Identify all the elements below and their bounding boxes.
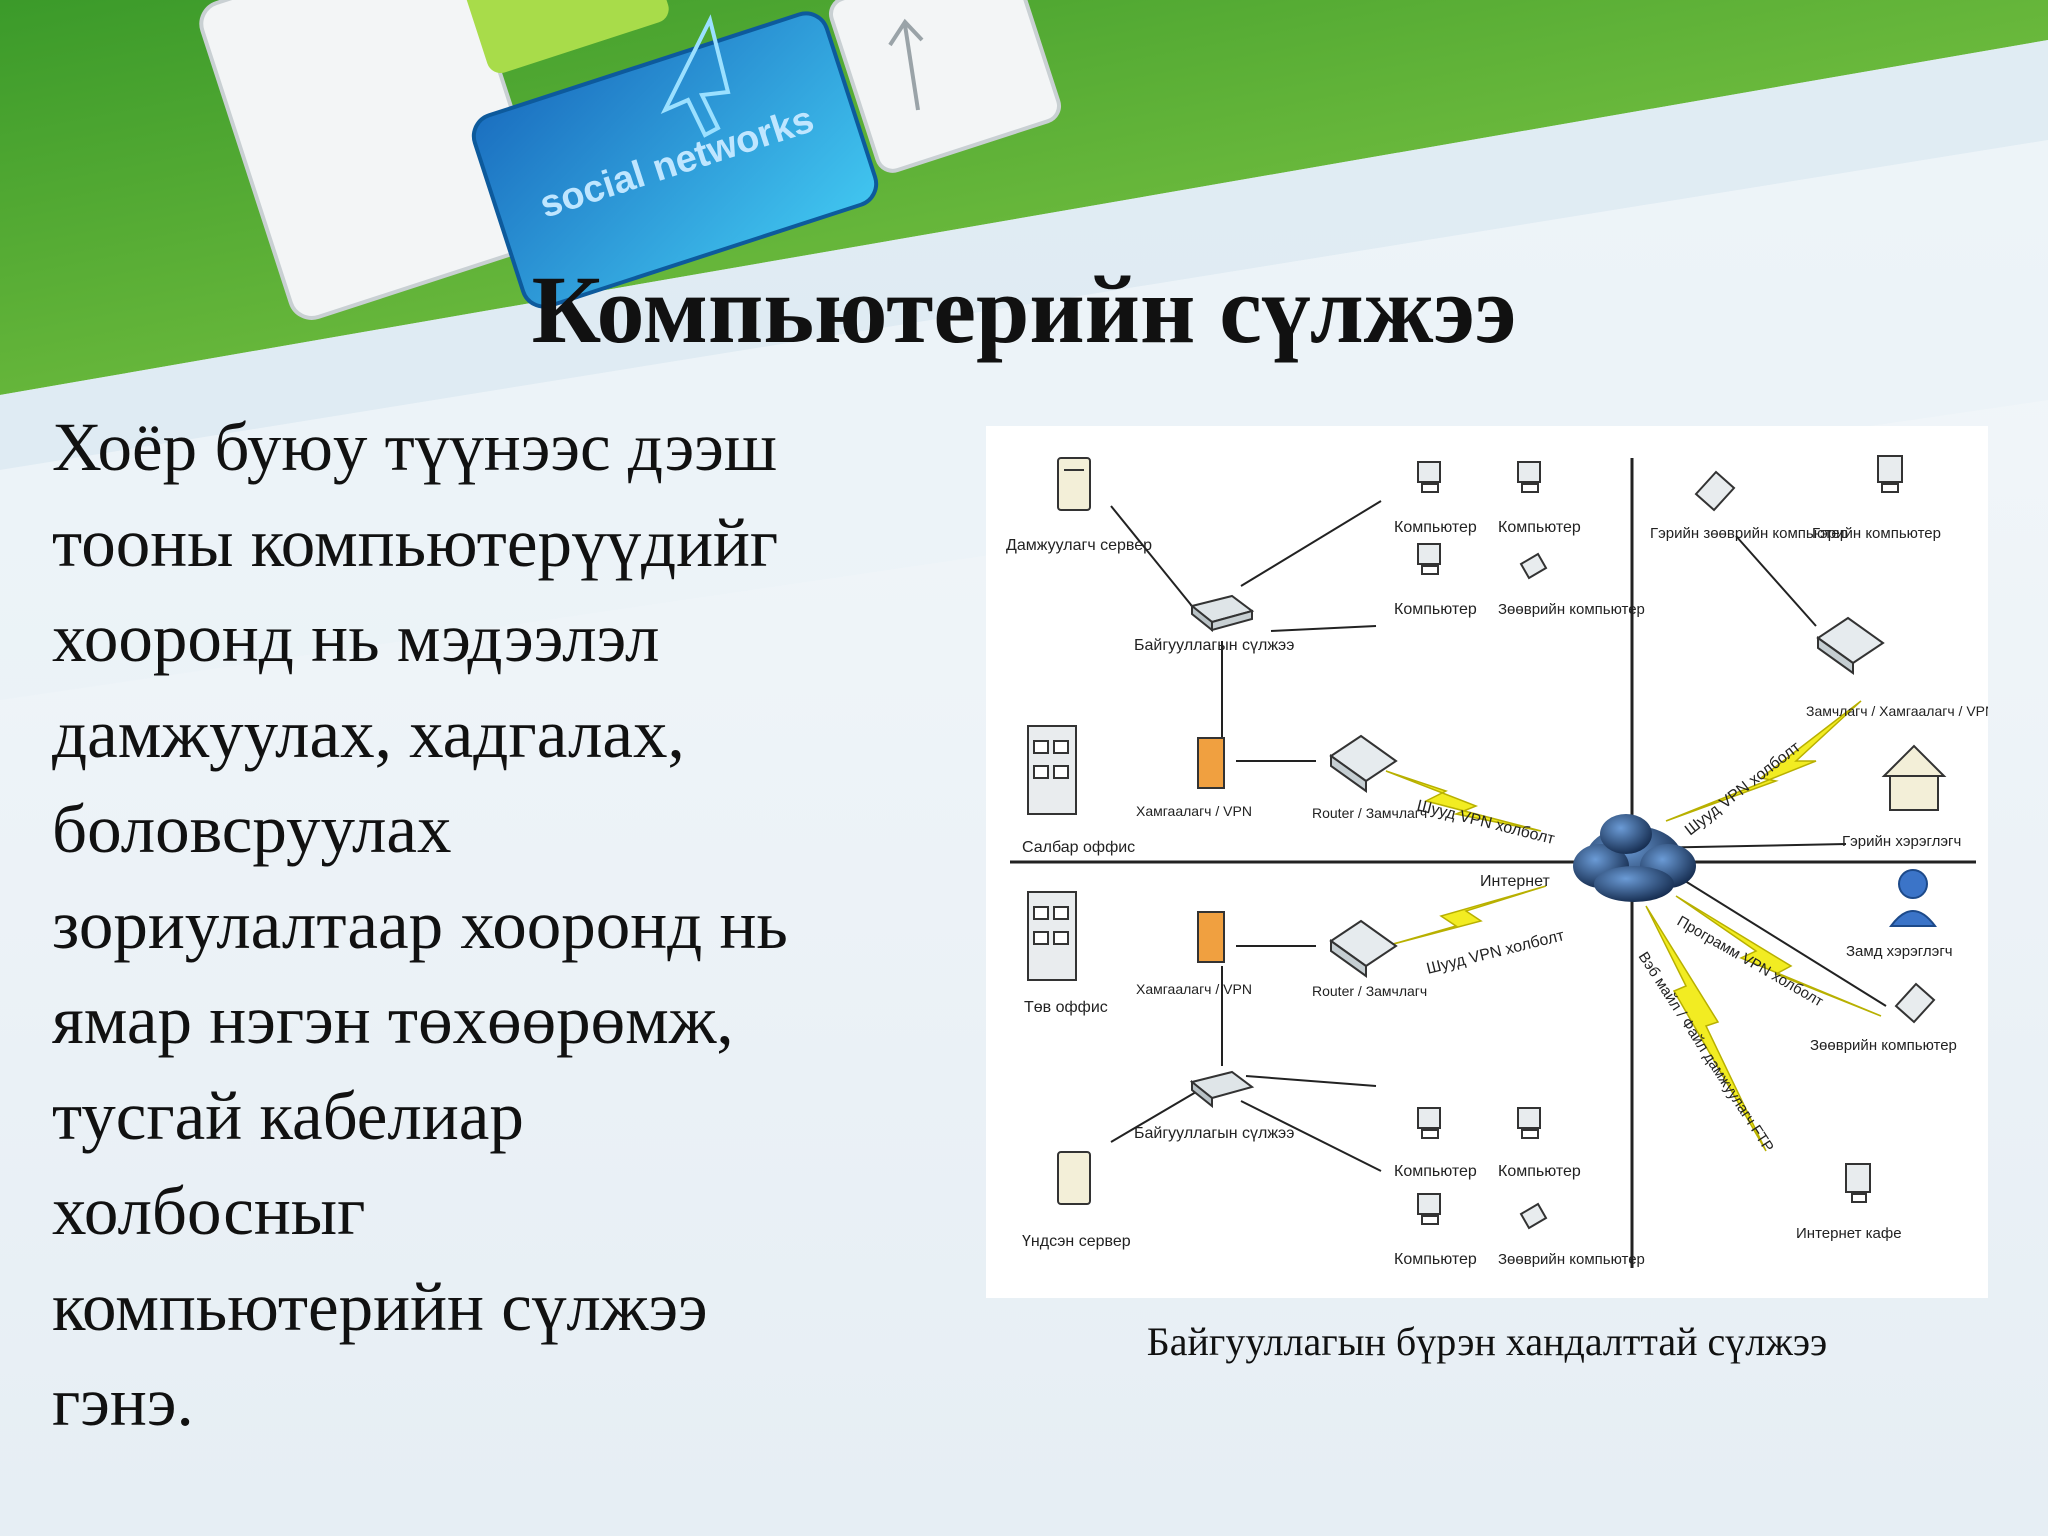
label-computer: Компьютер bbox=[1394, 1251, 1477, 1268]
label-web-ftp: Вэб майл / Файл дамжуулагч FTP bbox=[1635, 949, 1777, 1155]
label-computer: Компьютер bbox=[1498, 1163, 1581, 1180]
body-text: Хоёр буюу түүнээс дээш тооны компьютерүү… bbox=[52, 400, 932, 1451]
vpn-bolts bbox=[1385, 700, 1882, 1152]
body-line: тооны компьютерүүдийг bbox=[52, 504, 779, 581]
user-icon bbox=[1889, 869, 1937, 927]
body-line: холбосныг bbox=[52, 1173, 366, 1249]
server-icon bbox=[1057, 1151, 1091, 1205]
network-diagram: Дамжуулагч сервер Байгууллагын сүлжээ Ко… bbox=[986, 426, 1995, 1298]
building-icon bbox=[1027, 725, 1077, 815]
body-line: тусгай кабелиар bbox=[52, 1077, 524, 1154]
slide-title: Компьютерийн сүлжээ bbox=[531, 256, 1517, 363]
label-firewall-top: Хамгаалагч / VPN bbox=[1136, 803, 1252, 819]
label-vpn-top: Шууд VPN холболт bbox=[1415, 797, 1557, 848]
body-line: гэнэ. bbox=[52, 1364, 194, 1440]
label-org-network-bottom: Байгууллагын сүлжээ bbox=[1134, 1125, 1294, 1142]
label-computer: Компьютер bbox=[1394, 601, 1477, 618]
laptop-icon bbox=[1894, 982, 1936, 1024]
network-diagram-svg: Дамжуулагч сервер Байгууллагын сүлжээ Ко… bbox=[1006, 455, 1995, 1268]
label-home-computer: Гэрийн компьютер bbox=[1812, 525, 1941, 542]
server-icon bbox=[1057, 457, 1091, 511]
label-laptop-bottom: Зөөврийн компьютер bbox=[1498, 1251, 1645, 1268]
label-relay-server: Дамжуулагч сервер bbox=[1006, 537, 1152, 554]
label-vpn-bottom: Шууд VPN холболт bbox=[1425, 927, 1567, 978]
computer-icon bbox=[1517, 461, 1541, 493]
label-home-user: Гэрийн хэрэглэгч bbox=[1842, 833, 1961, 850]
label-branch-office: Салбар оффис bbox=[1022, 839, 1135, 856]
building-icon bbox=[1027, 891, 1077, 981]
cursor-icon bbox=[660, 14, 731, 138]
label-router-top: Router / Замчлагч bbox=[1312, 805, 1427, 821]
body-line: дамжуулах, хадгалах, bbox=[52, 695, 685, 772]
body-line: боловсруулах bbox=[52, 791, 452, 867]
body-line: компьютерийн сүлжээ bbox=[52, 1268, 708, 1345]
label-computer: Компьютер bbox=[1394, 1163, 1477, 1180]
firewall-icon bbox=[1197, 737, 1225, 789]
laptop-icon bbox=[1519, 552, 1548, 580]
router-icon bbox=[1816, 616, 1885, 675]
diagram-caption: Байгууллагын бүрэн хандалттай сүлжээ bbox=[1146, 1319, 1828, 1364]
label-internet: Интернет bbox=[1480, 873, 1550, 890]
label-vpn-right: Шууд VPN холболт bbox=[1682, 738, 1804, 839]
label-head-office: Төв оффис bbox=[1024, 999, 1108, 1016]
laptop-icon bbox=[1519, 1202, 1548, 1230]
switch-icon bbox=[1189, 594, 1255, 633]
label-org-network-top: Байгууллагын сүлжээ bbox=[1134, 637, 1294, 654]
firewall-icon bbox=[1197, 911, 1225, 963]
connections bbox=[1110, 500, 1887, 1172]
label-internet-cafe: Интернет кафе bbox=[1796, 1225, 1902, 1242]
house-icon bbox=[1881, 744, 1947, 811]
label-remote-laptop: Зөөврийн компьютер bbox=[1810, 1037, 1957, 1054]
computer-icon bbox=[1417, 1193, 1441, 1225]
label-home-router: Замчлагч / Хамгаалагч / VPN bbox=[1806, 703, 1988, 719]
computer-icon bbox=[1845, 1163, 1871, 1203]
body-line: Хоёр буюу түүнээс дээш bbox=[52, 409, 778, 485]
label-laptop-top: Зөөврийн компьютер bbox=[1498, 601, 1645, 618]
body-line: зориулалтаар хооронд нь bbox=[52, 886, 788, 963]
label-home-laptop: Гэрийн зөөврийн компьютер bbox=[1650, 525, 1848, 542]
router-icon bbox=[1329, 734, 1398, 793]
label-computer: Компьютер bbox=[1394, 519, 1477, 536]
internet-cloud-icon bbox=[1573, 814, 1696, 902]
computer-icon bbox=[1517, 1107, 1541, 1139]
computer-icon bbox=[1417, 461, 1441, 493]
label-remote-user: Замд хэрэглэгч bbox=[1846, 943, 1953, 960]
label-main-server: Үндсэн сервер bbox=[1022, 1233, 1131, 1250]
computer-icon bbox=[1417, 543, 1441, 575]
switch-icon bbox=[1189, 1070, 1255, 1109]
router-icon bbox=[1329, 919, 1398, 978]
label-router-bottom: Router / Замчлагч bbox=[1312, 983, 1427, 999]
computer-icon bbox=[1417, 1107, 1441, 1139]
body-line: хооронд нь мэдээлэл bbox=[52, 600, 660, 676]
label-firewall-bottom: Хамгаалагч / VPN bbox=[1136, 981, 1252, 997]
body-line: ямар нэгэн төхөөрөмж, bbox=[52, 982, 734, 1058]
computer-icon bbox=[1877, 455, 1903, 493]
label-computer: Компьютер bbox=[1498, 519, 1581, 536]
laptop-icon bbox=[1694, 470, 1736, 512]
